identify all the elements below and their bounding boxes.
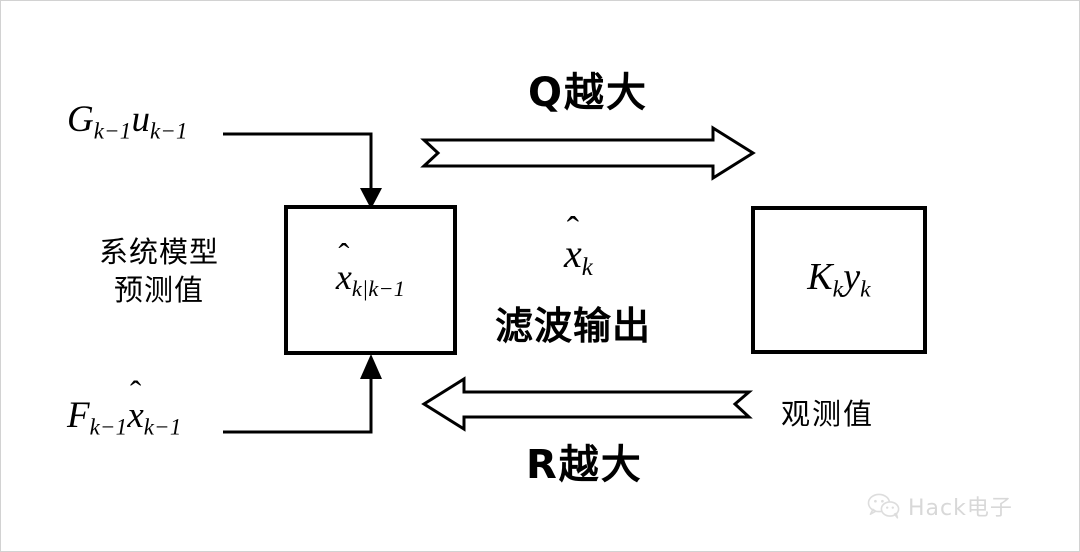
block-arrow-r-left bbox=[421, 376, 754, 432]
block-arrow-q-right bbox=[420, 125, 756, 181]
connector-state-input bbox=[223, 354, 382, 434]
state-input-x: x bbox=[127, 395, 144, 436]
prediction-x: x bbox=[335, 257, 352, 298]
state-estimate-term: ̂xk bbox=[564, 234, 593, 281]
prediction-box[interactable]: ̂xk|k−1 bbox=[284, 205, 457, 355]
control-input-G: G bbox=[67, 99, 94, 140]
state-input-x-subscript: k−1 bbox=[143, 414, 182, 440]
gain-box-term: Kkyk bbox=[807, 258, 871, 302]
prediction-x-subscript: k|k−1 bbox=[351, 276, 406, 302]
prediction-box-term: ̂xk|k−1 bbox=[336, 259, 405, 300]
control-input-G-subscript: k−1 bbox=[93, 118, 132, 144]
control-input-term: Gk−1uk−1 bbox=[67, 101, 188, 143]
system-model-label: 系统模型 预测值 bbox=[99, 234, 219, 309]
gain-K-subscript: k bbox=[832, 276, 844, 303]
q-larger-label: Q越大 bbox=[528, 70, 649, 116]
gain-y: y bbox=[843, 255, 861, 298]
system-model-line-1: 系统模型 bbox=[99, 235, 220, 269]
state-estimate-subscript: k bbox=[581, 253, 593, 281]
observation-label: 观测值 bbox=[781, 397, 875, 431]
state-estimate-x: x bbox=[564, 231, 582, 276]
watermark: Hack电子 bbox=[867, 490, 1013, 522]
state-input-F-subscript: k−1 bbox=[89, 414, 128, 440]
r-larger-label: R越大 bbox=[526, 442, 643, 488]
connector-control-input bbox=[223, 132, 382, 209]
control-input-u: u bbox=[131, 99, 150, 140]
state-input-term: Fk−1̂xk−1 bbox=[67, 397, 182, 439]
gain-y-subscript: k bbox=[860, 276, 871, 303]
state-input-x-hatgroup: ̂x bbox=[127, 397, 143, 434]
gain-box[interactable]: Kkyk bbox=[751, 206, 927, 354]
system-model-line-2: 预测值 bbox=[114, 272, 205, 307]
watermark-text: Hack电子 bbox=[908, 496, 1013, 521]
prediction-x-hatgroup: ̂x bbox=[336, 259, 352, 295]
control-input-u-subscript: k−1 bbox=[149, 118, 188, 144]
state-input-F: F bbox=[67, 395, 90, 436]
filter-output-label: 滤波输出 bbox=[495, 304, 652, 348]
state-estimate-x-hatgroup: ̂x bbox=[564, 234, 582, 274]
wechat-icon bbox=[867, 493, 900, 519]
gain-K: K bbox=[807, 255, 833, 298]
